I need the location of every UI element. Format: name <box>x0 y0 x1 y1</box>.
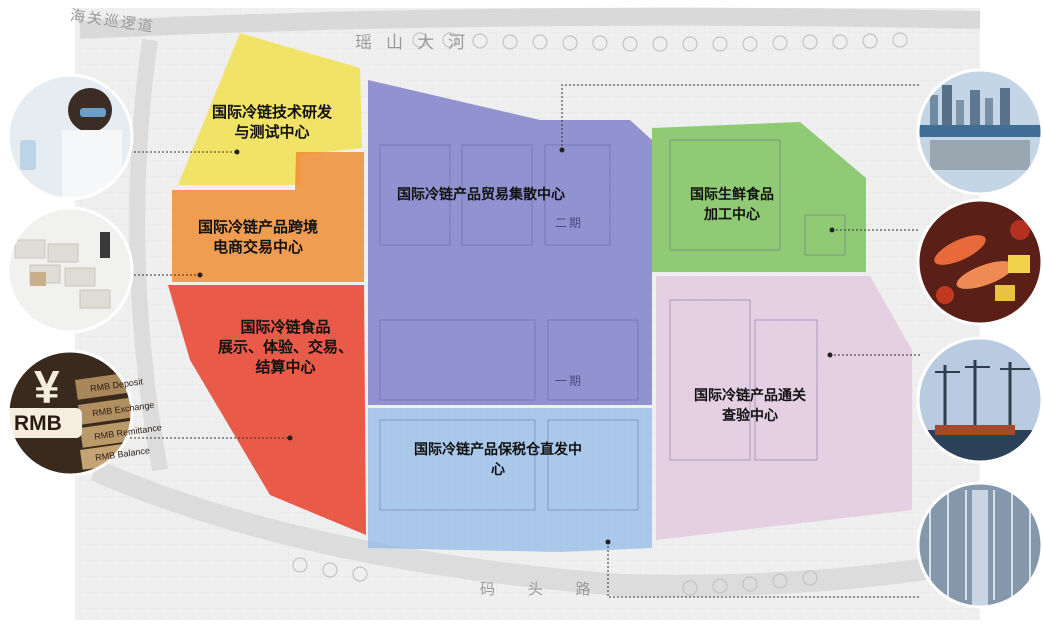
zone-label-trade: 国际冷链产品贸易集散中心 <box>397 184 565 204</box>
phase-label-2: 二期 <box>555 216 584 230</box>
zone-showcase[interactable] <box>168 285 366 535</box>
bottom-road <box>90 459 983 597</box>
photo-fresh-seafood <box>918 200 1042 324</box>
zone-label-rd: 国际冷链技术研发 与测试中心 <box>212 103 332 143</box>
left-road <box>129 38 168 472</box>
zone-label-line: 国际冷链食品 <box>240 319 331 336</box>
zone-label-bonded: 国际冷链产品保税仓直发中 心 <box>414 439 582 479</box>
rmb-yen-symbol: ¥ <box>34 361 60 413</box>
river-label: 瑶山大河 <box>355 33 479 53</box>
connector-dots <box>197 147 835 545</box>
zone-bonded[interactable] <box>368 408 652 552</box>
photo-lab-scientist <box>8 75 132 199</box>
phase-label-1: 一期 <box>555 374 584 388</box>
zone-fresh[interactable] <box>652 122 866 272</box>
zone-rd[interactable] <box>178 33 362 185</box>
zone-label-line: 加工中心 <box>704 206 760 222</box>
zone-customs[interactable] <box>656 276 912 540</box>
zone-label-line: 国际冷链产品跨境 <box>198 219 319 236</box>
zone-label-line: 国际冷链产品通关 <box>694 387 806 403</box>
zone-trade[interactable] <box>368 80 652 405</box>
connector-lines <box>130 84 920 598</box>
building-outlines <box>379 139 846 511</box>
zone-ecommerce[interactable] <box>172 152 364 282</box>
photo-ecommerce-shopping <box>8 208 132 332</box>
zone-label-customs: 国际冷链产品通关 查验中心 <box>694 385 806 425</box>
zone-label-line: 国际冷链技术研发 <box>212 104 333 121</box>
zone-label-line: 国际冷链产品贸易集散中心 <box>397 186 565 202</box>
zone-label-line: 与测试中心 <box>234 124 310 141</box>
zone-label-line: 结算中心 <box>255 359 316 376</box>
zone-label-line: 国际生鲜食品 <box>690 186 774 202</box>
zone-label-line: 电商交易中心 <box>213 239 304 256</box>
zone-label-line: 查验中心 <box>722 407 778 423</box>
zone-label-fresh: 国际生鲜食品 加工中心 <box>690 184 774 224</box>
photo-rings <box>6 68 1043 609</box>
zone-label-ecommerce: 国际冷链产品跨境 电商交易中心 <box>198 218 318 258</box>
zone-label-showcase: 国际冷链食品 展示、体验、交易、 结算中心 <box>218 318 353 378</box>
river-band <box>79 7 981 39</box>
zone-label-line: 展示、体验、交易、 <box>218 339 354 356</box>
photo-port-city <box>918 70 1042 194</box>
zone-label-line: 心 <box>491 461 505 477</box>
photo-rmb-currency <box>8 351 132 475</box>
rmb-badge-text: RMB <box>14 412 62 435</box>
tree-row <box>292 32 908 596</box>
zone-label-line: 国际冷链产品保税仓直发中 <box>414 441 582 457</box>
road-label-bottom: 码 头 路 <box>480 580 605 598</box>
